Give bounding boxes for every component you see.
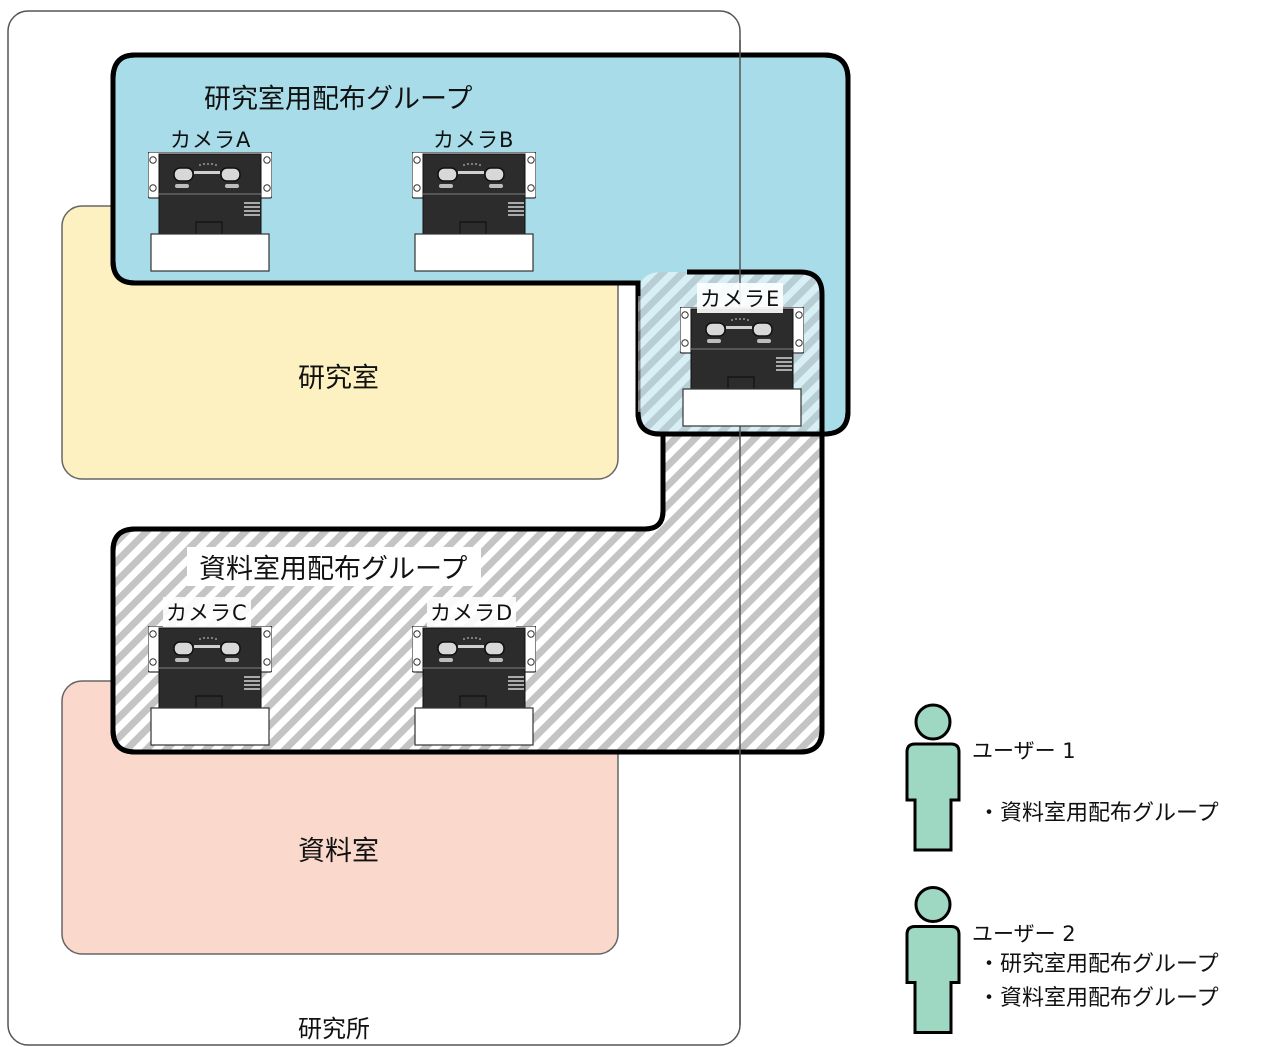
camera-b — [412, 152, 536, 272]
lab-room-label: 研究室 — [298, 363, 379, 394]
lab-group-outline — [110, 52, 851, 437]
user-2-group-1: ・研究室用配布グループ — [978, 952, 1219, 977]
camera-c-label: カメラC — [163, 597, 251, 627]
camera-c — [148, 626, 272, 746]
user-1-name: ユーザー 1 — [972, 739, 1076, 763]
user-2-icon — [905, 885, 961, 1035]
lab-group-label: 研究室用配布グループ — [204, 84, 473, 115]
user-1-icon — [905, 703, 961, 852]
archive-group-outline — [110, 269, 825, 755]
archive-room-label: 資料室 — [298, 836, 379, 867]
site-label: 研究所 — [298, 1015, 370, 1043]
camera-d — [412, 626, 536, 746]
user-2-group-2: ・資料室用配布グループ — [978, 986, 1219, 1011]
camera-b-label: カメラB — [433, 128, 515, 152]
camera-e — [680, 307, 804, 427]
camera-a — [148, 152, 272, 272]
camera-e-label: カメラE — [697, 283, 784, 313]
camera-d-label: カメラD — [427, 597, 517, 627]
camera-a-label: カメラA — [170, 128, 252, 152]
user-1-group-1: ・資料室用配布グループ — [978, 801, 1219, 826]
archive-group-label: 資料室用配布グループ — [187, 547, 482, 586]
user-2-name: ユーザー 2 — [972, 922, 1076, 946]
